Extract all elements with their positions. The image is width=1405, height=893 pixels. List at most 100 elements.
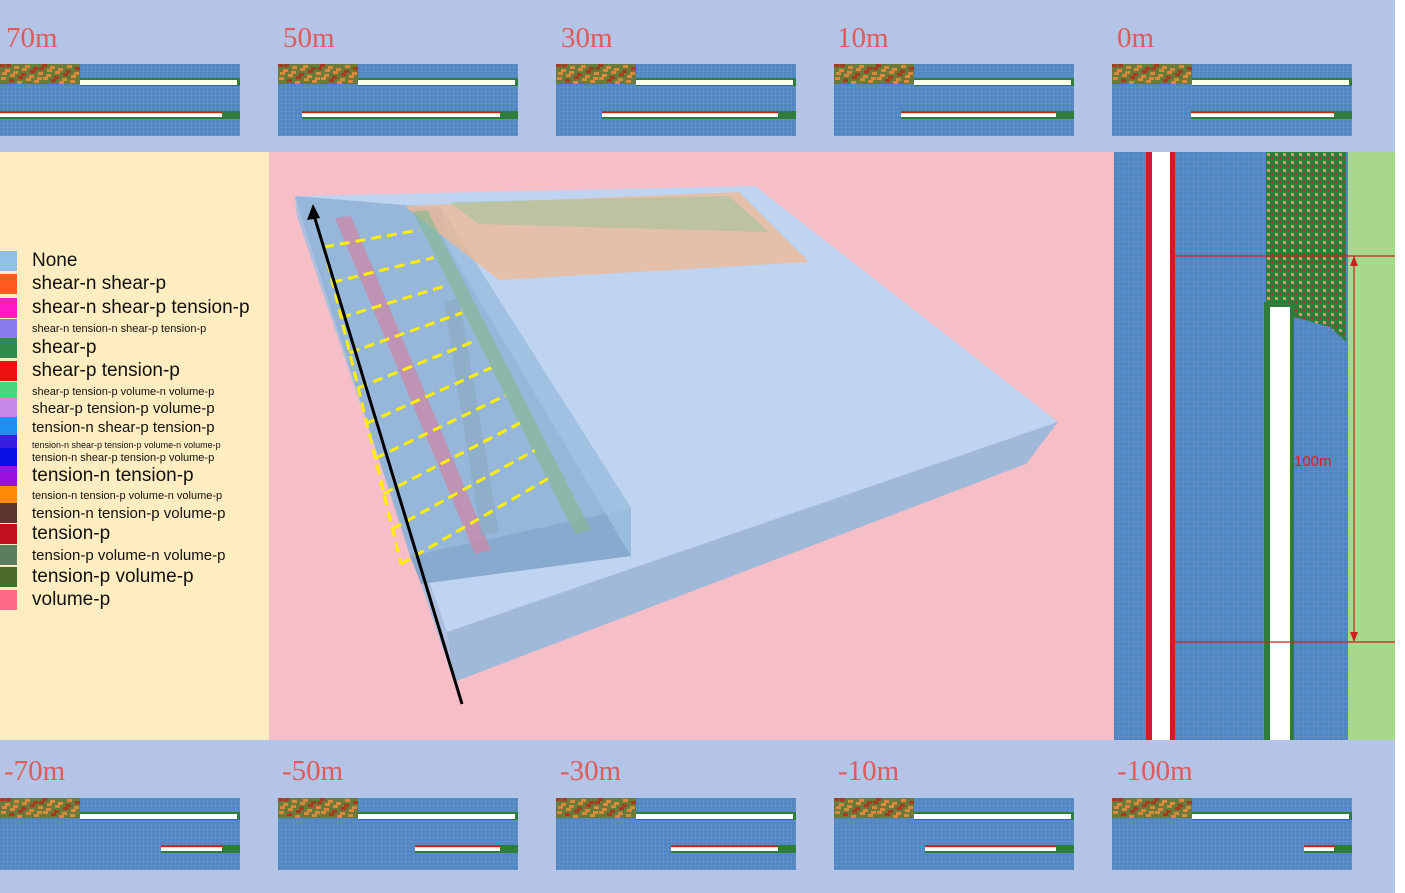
section-line	[340, 283, 449, 319]
legend-swatch	[0, 466, 17, 486]
slice-image-bottom-3	[556, 798, 796, 870]
model-3d-drawing	[295, 186, 1058, 705]
slice-upper-tunnel	[1192, 814, 1349, 819]
slice-image-top-2	[278, 64, 518, 136]
legend-item: shear-n shear-p	[0, 273, 167, 294]
slice-image-top-4	[834, 64, 1074, 136]
legend-item: shear-p tension-p volume-n volume-p	[0, 382, 214, 402]
legend-item: tension-p volume-n volume-p	[0, 545, 225, 565]
slice-lower-tunnel	[0, 113, 222, 117]
slice-lower-tunnel	[901, 113, 1056, 117]
section-line-spine	[322, 246, 403, 565]
legend-item: shear-n shear-p tension-p	[0, 297, 250, 318]
slice-image-bottom-1	[0, 798, 240, 870]
legend-label: tension-p volume-n volume-p	[32, 546, 226, 564]
slice-upper-tunnel	[914, 814, 1071, 819]
slice-image-top-5	[1112, 64, 1352, 136]
slice-lower-tunnel	[671, 847, 778, 851]
side-tunnel-left-edge	[1146, 152, 1152, 740]
slice-lower-tunnel	[925, 847, 1056, 851]
legend-label: shear-p tension-p	[32, 360, 180, 381]
slice-lower-tunnel	[302, 113, 500, 117]
legend-swatch	[0, 417, 17, 437]
legend-swatch	[0, 398, 17, 418]
legend-label: tension-p volume-p	[32, 566, 194, 587]
legend-label: tension-p	[32, 523, 111, 544]
legend-swatch	[0, 486, 17, 506]
legend-item: tension-p volume-p	[0, 566, 194, 587]
axis-arrow-line	[311, 211, 464, 705]
slice-upper-tunnel	[1192, 80, 1349, 85]
slice-lower-tunnel	[415, 847, 500, 851]
slice-image-bottom-5	[1112, 798, 1352, 870]
slice-upper-tunnel	[358, 80, 515, 85]
legend-label: shear-n shear-p tension-p	[32, 297, 250, 318]
legend-swatch	[0, 298, 17, 318]
slice-label-top-5: 0m	[1117, 22, 1155, 54]
legend-swatch	[0, 524, 17, 544]
slice-label-top-1: 70m	[6, 22, 58, 54]
legend-label: shear-n shear-p	[32, 273, 167, 294]
model-ridge-side	[441, 208, 631, 556]
side-section-drawing: 100m	[1114, 152, 1395, 740]
slice-upper-tunnel	[80, 814, 237, 819]
legend-swatch	[0, 251, 17, 271]
slice-upper-tunnel	[358, 814, 515, 819]
slice-label-top-3: 30m	[561, 22, 613, 54]
legend-swatch	[0, 503, 17, 523]
legend-label: shear-p tension-p volume-p	[32, 399, 215, 417]
slice-image-bottom-4	[834, 798, 1074, 870]
slice-upper-tunnel	[80, 80, 237, 85]
legend-item: shear-p	[0, 337, 96, 358]
legend-swatch	[0, 545, 17, 565]
slice-label-top-4: 10m	[837, 22, 889, 54]
slice-lower-tunnel	[1191, 113, 1334, 117]
slice-upper-tunnel	[914, 80, 1071, 85]
section-line	[323, 228, 420, 249]
section-line	[357, 338, 478, 390]
side-green-strip	[1348, 152, 1395, 740]
legend-item: tension-n tension-p volume-p	[0, 503, 225, 523]
slice-lower-tunnel	[1304, 847, 1334, 851]
legend-swatch	[0, 382, 17, 402]
slice-upper-tunnel	[636, 814, 793, 819]
section-line	[366, 366, 492, 425]
side-section-view: 100m	[1114, 152, 1395, 740]
legend-label: shear-n tension-n shear-p tension-p	[32, 323, 207, 335]
legend-item: tension-n tension-p	[0, 465, 194, 486]
dimension-label: 100m	[1294, 453, 1332, 470]
slice-label-top-2: 50m	[283, 22, 335, 54]
slice-label-bottom-2: -50m	[282, 755, 344, 787]
slice-label-bottom-3: -30m	[560, 755, 622, 787]
section-line	[349, 311, 463, 355]
section-line	[374, 393, 507, 460]
slice-label-bottom-5: -100m	[1117, 755, 1193, 787]
legend-swatch	[0, 319, 17, 339]
legend-swatch	[0, 338, 17, 358]
legend-item: shear-p tension-p	[0, 360, 180, 381]
legend-label: tension-n shear-p tension-p volume-p	[32, 452, 215, 464]
slice-label-bottom-1: -70m	[4, 755, 66, 787]
legend-label: shear-p tension-p volume-n volume-p	[32, 386, 215, 398]
slice-upper-tunnel	[636, 80, 793, 85]
legend-item: None	[0, 250, 77, 271]
legend-item: shear-n tension-n shear-p tension-p	[0, 319, 206, 339]
model-tunnel-second	[413, 210, 591, 534]
legend-swatch	[0, 567, 17, 587]
slice-lower-tunnel	[602, 113, 778, 117]
legend-item: shear-p tension-p volume-p	[0, 398, 215, 418]
slice-lower-tunnel	[161, 847, 222, 851]
axis-arrow-head	[307, 204, 320, 220]
legend-label: tension-n tension-p volume-n volume-p	[32, 490, 223, 502]
slice-image-top-1	[0, 64, 240, 136]
section-line	[383, 421, 521, 495]
section-lines	[322, 228, 550, 566]
side-tunnel-left-lining	[1170, 152, 1175, 740]
model-3d-view	[269, 152, 1114, 740]
model-slab-front	[447, 422, 1058, 682]
slice-label-bottom-4: -10m	[838, 755, 900, 787]
legend-item: tension-n shear-p tension-p	[0, 417, 215, 437]
side-tunnel-left	[1152, 152, 1170, 740]
model-tunnel-lower	[444, 298, 499, 536]
